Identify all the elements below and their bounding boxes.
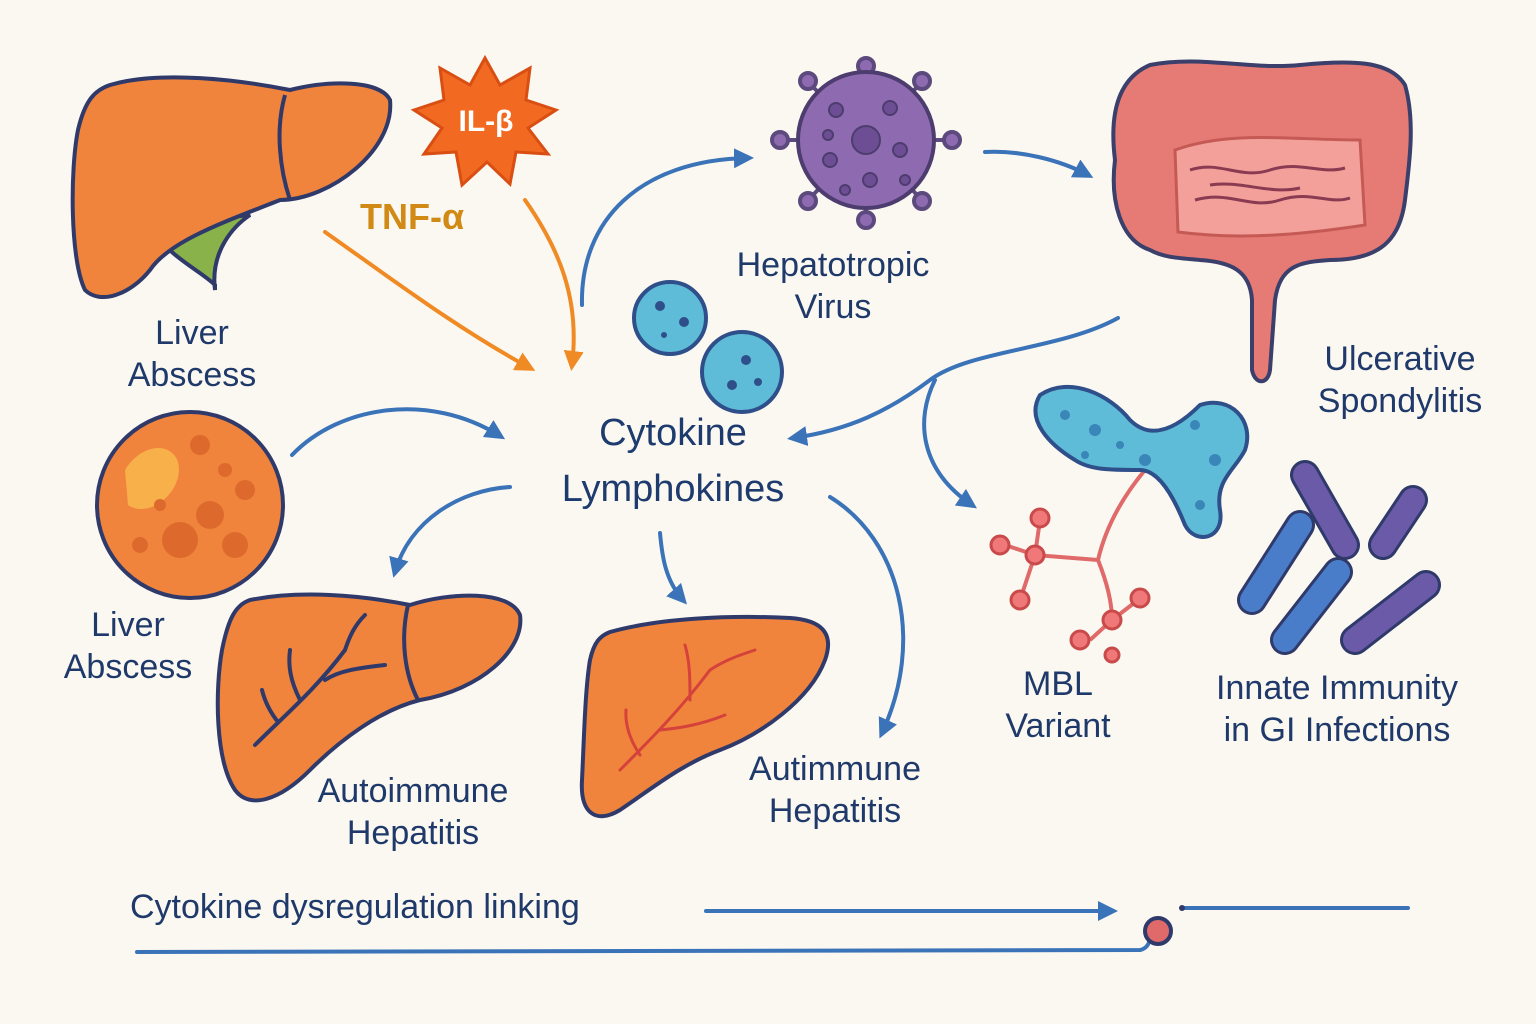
liver-abscess-top-label: Liver Abscess [128, 312, 257, 396]
virus-label-line1: Hepatotropic [736, 246, 930, 284]
footer-baseline [135, 930, 1154, 954]
autoimmune-left-label: Autoimmune Hepatitis [318, 770, 509, 854]
autoimmune-liver-left-icon [215, 592, 523, 803]
autoimmune-left-line2: Hepatitis [346, 814, 480, 852]
liver-abscess-bottom-icon [95, 410, 285, 600]
mbl-label: MBL Variant [1005, 663, 1110, 747]
tnf-alpha-label: TNF-α [360, 196, 465, 237]
liver-abscess-bottom-label: Liver Abscess [64, 604, 193, 688]
innate-label-line2: in GI Infections [1223, 711, 1451, 749]
arrow-tnf-to-cytokine [523, 198, 584, 371]
mbl-label-line1: MBL [1023, 665, 1093, 703]
arrow-cytokine-to-right [828, 495, 906, 739]
colon-icon [1111, 59, 1413, 384]
footer-caption: Cytokine dysregulation linking [130, 888, 580, 926]
center-line2: Lymphokines [561, 468, 785, 510]
arrow-to-virus [579, 148, 754, 307]
arrow-liver-to-cytokine [323, 230, 536, 371]
liver-abscess-bottom-line1: Liver [91, 606, 165, 644]
liver-abscess-bottom-line2: Abscess [63, 648, 193, 686]
liver-abscess-top-icon [70, 75, 393, 300]
bacteria-icon [1237, 460, 1441, 655]
innate-label-line1: Innate Immunity [1216, 669, 1458, 707]
arrow-cytokine-to-autoimmune-mid [658, 531, 688, 605]
autoimmune-mid-label: Autimmune Hepatitis [749, 748, 921, 832]
innate-label: Innate Immunity in GI Infections [1216, 667, 1458, 751]
il-beta-burst-icon [410, 54, 560, 188]
arrow-to-mbl [922, 378, 977, 509]
center-line1: Cytokine [599, 412, 747, 454]
colon-label-line2: Spondylitis [1317, 382, 1483, 420]
mbl-label-line2: Variant [1005, 707, 1111, 745]
center-label: Cytokine Lymphokines [562, 405, 785, 517]
mbl-protein-icon [989, 384, 1250, 664]
liver-abscess-top-line1: Liver [155, 314, 229, 352]
il-beta-label: IL-β [458, 105, 514, 138]
colon-label-line1: Ulcerative [1324, 340, 1476, 378]
arrow-abscess-to-cytokine [290, 407, 506, 457]
lymphocyte-cells-icon [632, 280, 784, 414]
virus-icon [770, 56, 962, 230]
footer-node-dot [1143, 916, 1173, 946]
autoimmune-left-line1: Autoimmune [317, 772, 509, 810]
liver-abscess-top-line2: Abscess [127, 356, 257, 394]
autoimmune-mid-line2: Hepatitis [768, 792, 902, 830]
arrow-virus-to-colon [983, 149, 1094, 178]
arrow-colon-to-cytokine [787, 316, 1120, 446]
virus-label: Hepatotropic Virus [737, 244, 930, 328]
autoimmune-mid-line1: Autimmune [749, 750, 921, 788]
colon-label: Ulcerative Spondylitis [1318, 338, 1482, 422]
autoimmune-liver-mid-icon [579, 614, 831, 819]
virus-label-line2: Virus [794, 288, 872, 326]
arrow-cytokine-to-autoimmune-left [389, 485, 512, 578]
